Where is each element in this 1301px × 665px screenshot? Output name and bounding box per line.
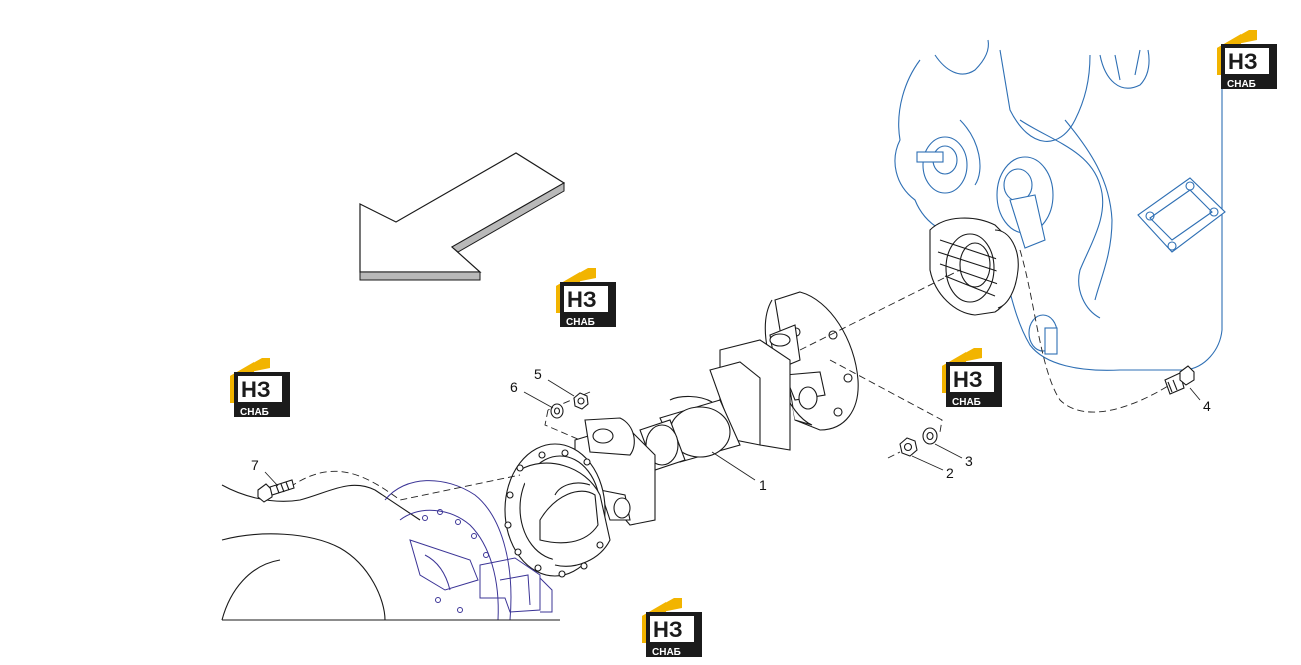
washer-6 — [550, 403, 564, 419]
watermark-logo: НЗ СНАБ — [556, 268, 616, 328]
watermark-letters: НЗ — [653, 617, 683, 642]
watermark-word: СНАБ — [652, 647, 681, 658]
direction-arrow — [359, 152, 566, 281]
drive-shaft — [504, 291, 859, 578]
watermark-letters: НЗ — [1228, 49, 1258, 74]
watermark-logo: НЗ СНАБ — [942, 348, 1002, 408]
callout-4: 4 — [1203, 398, 1211, 414]
watermark-word: СНАБ — [240, 407, 269, 418]
bolt-7 — [257, 479, 295, 503]
bolt-4 — [1164, 365, 1195, 395]
callout-7: 7 — [251, 457, 259, 473]
callout-5: 5 — [534, 366, 542, 382]
watermark-logo: НЗ СНАБ — [1217, 30, 1277, 90]
callout-2: 2 — [946, 465, 954, 481]
nut-2 — [899, 437, 918, 457]
callout-1: 1 — [759, 477, 767, 493]
watermark-word: СНАБ — [1227, 79, 1256, 90]
transmission-housing — [894, 39, 1226, 371]
washer-3 — [922, 427, 938, 445]
callout-3: 3 — [965, 453, 973, 469]
nut-5 — [573, 392, 589, 410]
watermark-word: СНАБ — [566, 317, 595, 328]
callout-leaders — [264, 379, 1201, 487]
watermark-letters: НЗ — [241, 377, 271, 402]
engine-flywheel — [221, 480, 560, 621]
watermark-word: СНАБ — [952, 397, 981, 408]
housing-flange — [929, 217, 1019, 316]
watermark-letters: НЗ — [567, 287, 597, 312]
callout-6: 6 — [510, 379, 518, 395]
watermark-letters: НЗ — [953, 367, 983, 392]
watermark-logo: НЗ СНАБ — [230, 358, 290, 418]
watermark-logo: НЗ СНАБ — [642, 598, 702, 658]
